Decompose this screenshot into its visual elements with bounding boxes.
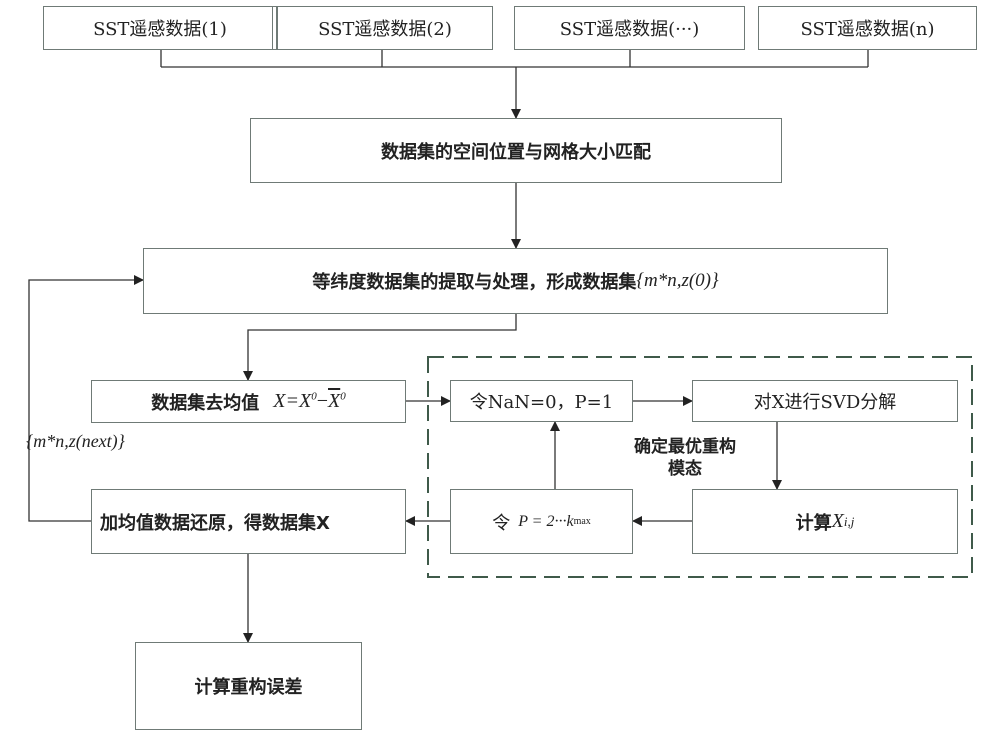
restore-step-box: 加均值数据还原，得数据集X bbox=[91, 489, 406, 554]
formula-sup: 0 bbox=[311, 390, 317, 403]
source-label: SST遥感数据(1) bbox=[93, 19, 227, 40]
iterate-step-label: 令 bbox=[492, 512, 511, 534]
compute-math: X bbox=[831, 510, 844, 532]
iterate-sub: max bbox=[573, 516, 591, 527]
match-step-box: 数据集的空间位置与网格大小匹配 bbox=[250, 118, 782, 183]
compute-sub: i,j bbox=[843, 513, 855, 529]
formula-sup: 0 bbox=[340, 390, 346, 403]
source-label: SST遥感数据(n) bbox=[800, 19, 935, 40]
extract-step-box: 等纬度数据集的提取与处理，形成数据集{m*n,z(0)} bbox=[143, 248, 888, 314]
feedback-arrow bbox=[28, 275, 144, 522]
svd-step-box: 对X进行SVD分解 bbox=[692, 380, 958, 422]
source-box-1-double-edge bbox=[272, 6, 277, 50]
feedback-label: {m*n,z(next)} bbox=[26, 431, 125, 451]
extract-step-label: 等纬度数据集的提取与处理，形成数据集 bbox=[312, 272, 637, 293]
init-step-box: 令NaN=0，P=1 bbox=[450, 380, 633, 422]
formula-lhs: X bbox=[273, 390, 286, 412]
source-label: SST遥感数据(···) bbox=[559, 19, 700, 40]
source-label: SST遥感数据(2) bbox=[318, 19, 452, 40]
demean-step-box: 数据集去均值 X=X0−X0 bbox=[91, 380, 406, 423]
source-box-4: SST遥感数据(n) bbox=[758, 6, 977, 50]
optimal-mode-line-2: 模态 bbox=[668, 459, 702, 479]
arrow-extract-to-demean bbox=[243, 314, 517, 381]
svd-step-label: 对X进行SVD分解 bbox=[753, 392, 897, 413]
optimal-mode-group-border bbox=[427, 356, 973, 578]
iterate-math: P = 2···k bbox=[518, 512, 574, 530]
source-box-1: SST遥感数据(1) bbox=[43, 6, 277, 50]
demean-formula: X=X0−X0 bbox=[273, 390, 345, 413]
compute-step-label: 计算 bbox=[795, 512, 832, 534]
source-box-2: SST遥感数据(2) bbox=[277, 6, 493, 50]
error-step-box: 计算重构误差 bbox=[135, 642, 362, 730]
formula-xbar: X bbox=[328, 390, 341, 412]
match-step-label: 数据集的空间位置与网格大小匹配 bbox=[381, 141, 651, 163]
init-step-label: 令NaN=0，P=1 bbox=[469, 392, 614, 413]
extract-step-math: {m*n,z(0)} bbox=[636, 270, 719, 291]
formula-minus: − bbox=[316, 390, 328, 412]
optimal-mode-line-1: 确定最优重构 bbox=[634, 437, 736, 457]
demean-step-label: 数据集去均值 bbox=[151, 392, 260, 414]
error-step-label: 计算重构误差 bbox=[194, 677, 303, 698]
restore-step-label: 加均值数据还原，得数据集X bbox=[100, 512, 330, 534]
source-box-3: SST遥感数据(···) bbox=[514, 6, 745, 50]
optimal-mode-label: 确定最优重构 模态 bbox=[600, 436, 770, 480]
formula-x: =X bbox=[285, 390, 312, 412]
